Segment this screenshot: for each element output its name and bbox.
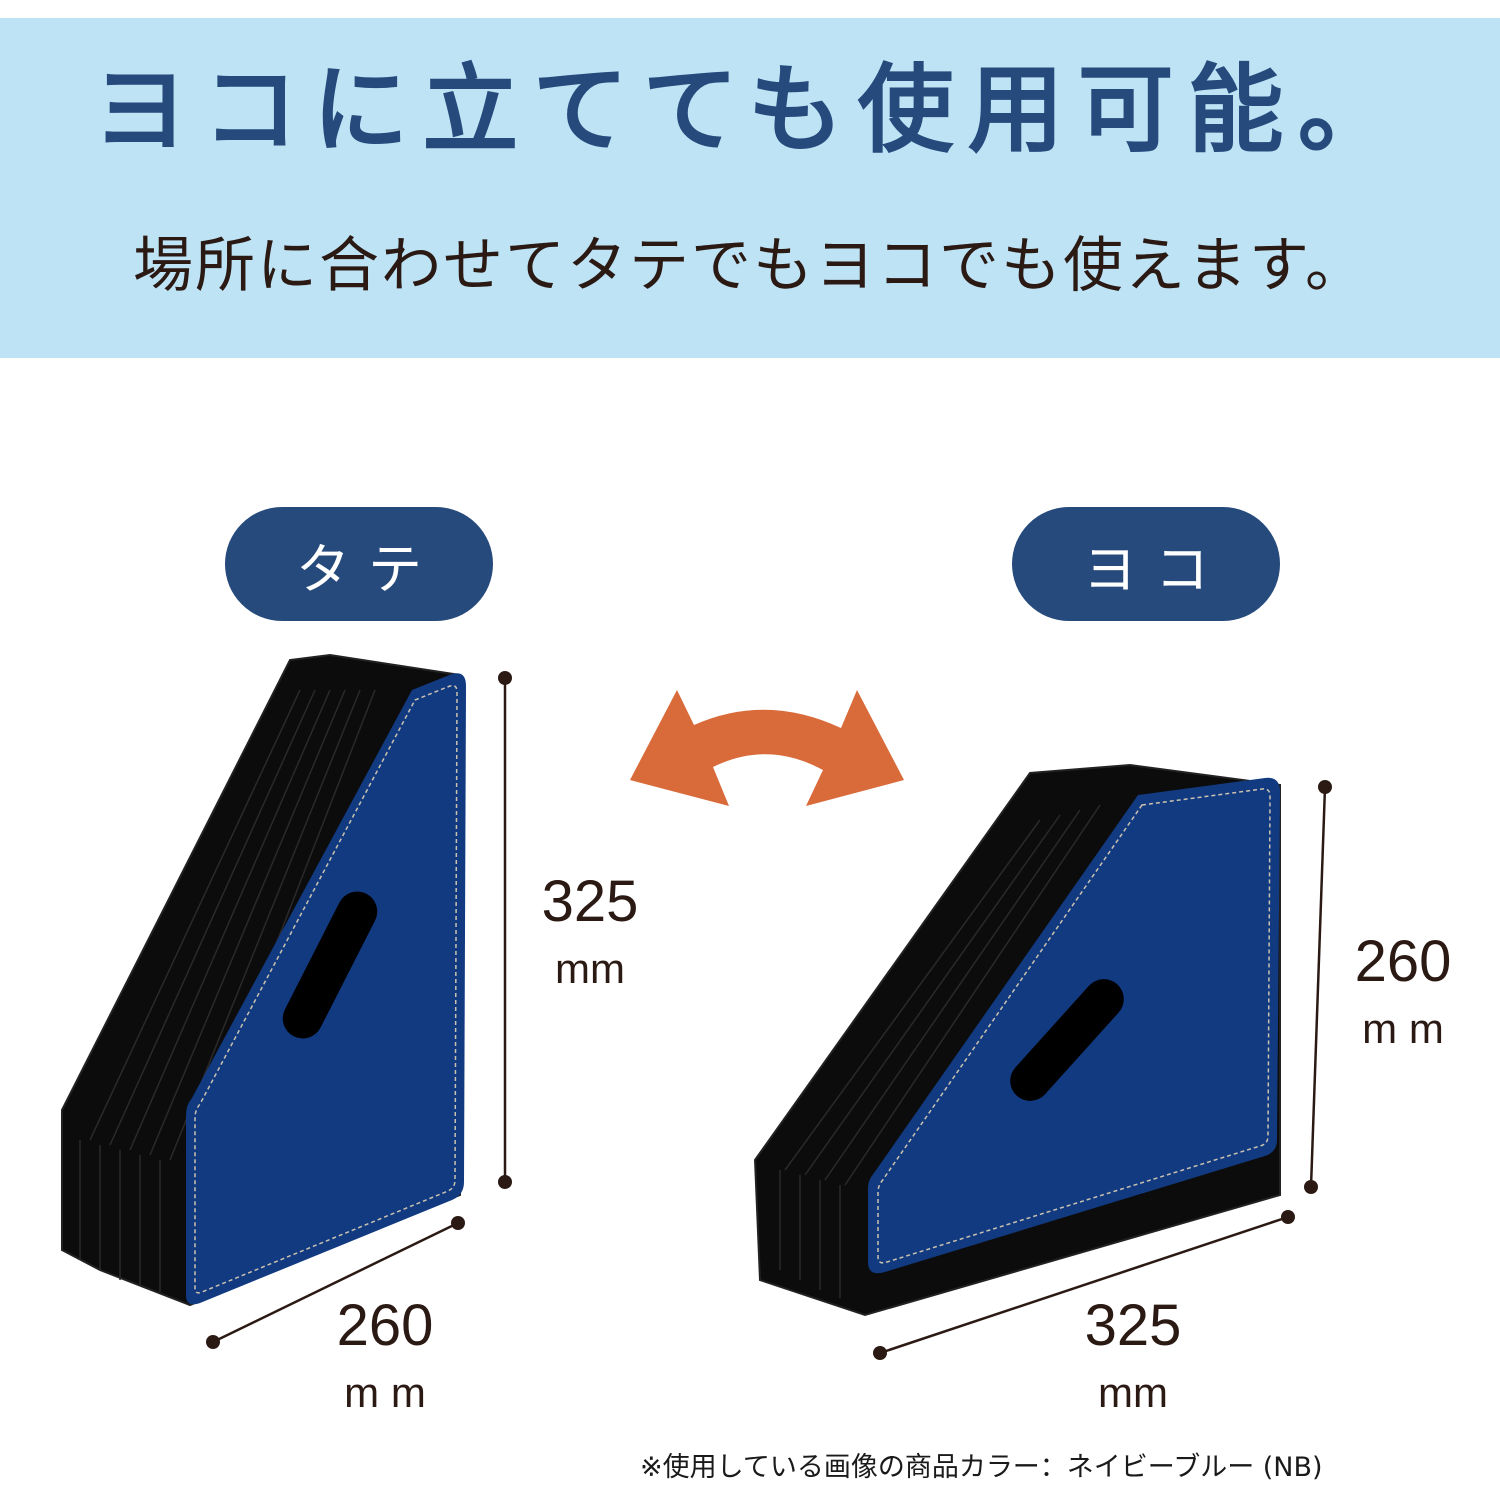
vertical-orientation-label: タテ bbox=[225, 507, 493, 621]
horizontal-box-folds bbox=[779, 804, 1101, 1298]
horizontal-box-stitching bbox=[877, 788, 1271, 1264]
headline: ヨコに立てても使用可能。 bbox=[92, 54, 1408, 166]
vertical-file-box-image bbox=[61, 653, 466, 1307]
vertical-box-folds bbox=[79, 689, 376, 1292]
horizontal-label-text: ヨコ bbox=[1083, 537, 1227, 601]
horizontal-width-unit: mm bbox=[1098, 1369, 1168, 1416]
swap-arrow-icon bbox=[630, 690, 904, 806]
vertical-height-value: 325 bbox=[541, 869, 639, 934]
product-color-footnote: ※使用している画像の商品カラー：ネイビーブルー (NB) bbox=[640, 1452, 1323, 1483]
header-banner bbox=[0, 18, 1500, 358]
vertical-height-unit: mm bbox=[555, 945, 625, 992]
horizontal-height-value: 260 bbox=[1354, 929, 1452, 994]
horizontal-width-dimension-line bbox=[873, 1210, 1295, 1360]
horizontal-height-unit: m m bbox=[1362, 1005, 1444, 1052]
vertical-box-stitching bbox=[194, 684, 458, 1294]
subheadline: 場所に合わせてタテでもヨコでも使えます。 bbox=[133, 231, 1367, 301]
horizontal-file-box-image bbox=[753, 763, 1281, 1317]
vertical-width-dimension-line bbox=[206, 1216, 465, 1349]
horizontal-orientation-label: ヨコ bbox=[1012, 507, 1280, 621]
horizontal-height-dimension-line bbox=[1304, 780, 1332, 1194]
horizontal-box-handle-hole bbox=[1010, 979, 1124, 1101]
horizontal-width-value: 325 bbox=[1084, 1293, 1182, 1358]
vertical-height-dimension-line bbox=[498, 671, 512, 1189]
vertical-width-unit: m m bbox=[344, 1369, 426, 1416]
vertical-label-text: タテ bbox=[296, 537, 440, 601]
vertical-box-handle-hole bbox=[282, 891, 378, 1039]
vertical-width-value: 260 bbox=[336, 1293, 434, 1358]
